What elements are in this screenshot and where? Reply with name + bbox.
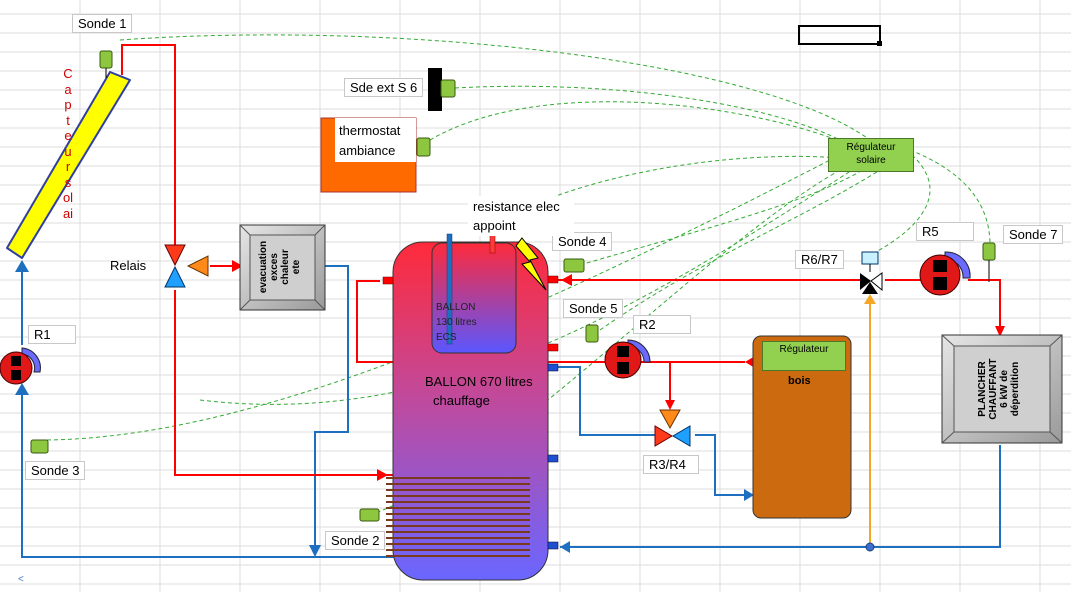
sensors: [30, 50, 996, 522]
bois-label: bois: [788, 375, 811, 387]
r5-label: R5: [916, 222, 974, 241]
plancher-line1: PLANCHER: [977, 361, 988, 417]
evacuation-line4: ete: [291, 259, 302, 275]
sonde7-label: Sonde 7: [1003, 225, 1064, 244]
capteur-letter: r: [65, 159, 71, 174]
regulateur-bois: Régulateur: [762, 341, 846, 371]
thermostat-label-line2: ambiance: [339, 143, 396, 158]
capteur-letter: t: [66, 112, 70, 128]
thermostat-box: [320, 117, 417, 193]
regulateur-solaire: Régulateur solaire: [828, 138, 914, 172]
sonde2-sensor: [359, 508, 380, 522]
sonde1-sensor: [99, 50, 113, 69]
ballon-ecs-line3: ECS: [436, 332, 457, 343]
outdoor-sensor-mount: [428, 68, 442, 111]
r3r4-label: R3/R4: [643, 455, 699, 474]
relais-valve: [164, 244, 209, 288]
selected-cell: [798, 25, 881, 45]
evacuation-box: [239, 224, 326, 311]
regulateur-solaire-line1: Régulateur: [846, 142, 896, 153]
resistance-label-line1: resistance elec: [473, 199, 560, 214]
capteur-letter: s: [64, 174, 72, 190]
resistance-label: resistance elec appoint: [468, 196, 574, 236]
ballon-main-line2: chauffage: [433, 393, 490, 408]
thermostat-label-line1: thermostat: [339, 123, 401, 138]
capteur-letter: C: [63, 66, 73, 81]
resistance-label-line2: appoint: [473, 218, 516, 233]
r3r4-valve: [654, 409, 691, 447]
main-tank: [382, 233, 559, 581]
capteur-letter: u: [64, 143, 72, 159]
capteur-letter: p: [64, 97, 72, 112]
sde-ext-sensor: [440, 79, 456, 98]
thermostat-sensor: [416, 137, 431, 157]
ballon-main-line1: BALLON 670 litres: [425, 374, 533, 389]
capteur-letter: a: [64, 81, 72, 97]
heat-exchanger-coil: [386, 477, 530, 557]
ballon-ecs-line2: 130 litres: [436, 317, 477, 328]
r6r7-valve: [860, 251, 883, 294]
pump-r2: [604, 339, 651, 379]
sonde3-label: Sonde 3: [25, 461, 86, 480]
cold-pipes: [21, 265, 1001, 558]
lightning-icon: [515, 237, 547, 291]
evacuation-line1: evacuation: [258, 240, 269, 294]
sonde4-sensor: [563, 258, 585, 273]
ballon-ecs-line1: BALLON: [436, 302, 476, 313]
sonde2-label: Sonde 2: [325, 531, 386, 550]
r2-label: R2: [633, 315, 691, 334]
plancher-text: PLANCHER CHAUFFANT 6 kW de déperdition: [977, 334, 1027, 444]
sde-ext-label: Sde ext S 6: [344, 78, 424, 97]
capteur-letter: ol: [62, 190, 74, 205]
plancher-box: [941, 334, 1063, 444]
svg-text:<: <: [18, 574, 24, 585]
relais-label: Relais: [110, 258, 147, 273]
sonde4-label: Sonde 4: [552, 232, 613, 251]
r1-label: R1: [28, 325, 76, 344]
r6r7-label: R6/R7: [795, 250, 844, 269]
pump-r5: [919, 251, 971, 296]
sonde3-sensor: [30, 439, 49, 454]
hot-pipes: [121, 44, 1001, 476]
plancher-line4: déperdition: [1010, 361, 1021, 417]
sonde1-label: Sonde 1: [72, 14, 133, 33]
wood-boiler: [752, 335, 852, 519]
plancher-line2: CHAUFFANT: [988, 358, 999, 420]
capteurs-solaire-vertical: C a p t e u r s ol ai: [58, 66, 78, 221]
evacuation-text: evacuation exces chaleur ete: [258, 222, 306, 312]
regulateur-solaire-line2: solaire: [856, 155, 886, 166]
evacuation-line3: chaleur: [280, 249, 291, 285]
sonde5-label: Sonde 5: [563, 299, 624, 318]
plancher-line3: 6 kW de: [999, 370, 1010, 408]
capteur-letter: e: [64, 128, 72, 143]
sonde7-sensor: [982, 242, 996, 261]
evacuation-line2: exces: [269, 253, 280, 281]
pump-r1: [0, 347, 41, 385]
sonde5-sensor: [585, 324, 599, 343]
solar-collector: [6, 71, 131, 259]
capteur-letter: ai: [62, 205, 74, 221]
